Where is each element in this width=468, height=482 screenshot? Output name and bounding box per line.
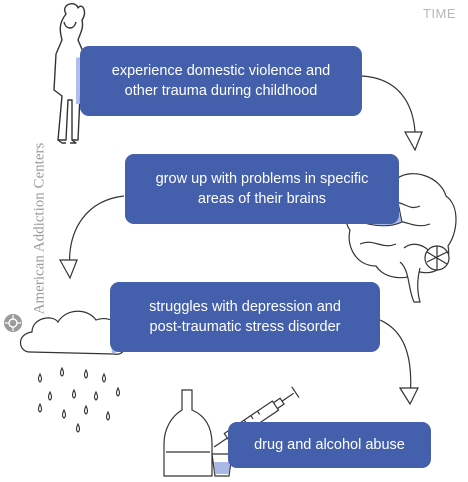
rain-drops bbox=[37, 366, 121, 433]
brand-logo-icon bbox=[4, 314, 22, 332]
brand-name: American Addiction Centers bbox=[31, 142, 48, 315]
child-figure-icon bbox=[53, 3, 87, 144]
step-3-label: struggles with depression and post-traum… bbox=[149, 299, 341, 335]
step-4-box: drug and alcohol abuse bbox=[228, 422, 431, 468]
time-label: TIME bbox=[422, 6, 456, 21]
step-3-box: struggles with depression and post-traum… bbox=[110, 282, 380, 352]
arrow-3 bbox=[379, 319, 419, 406]
step-1-box: experience domestic violence and other t… bbox=[80, 46, 362, 116]
step-1-label: experience domestic violence and other t… bbox=[111, 63, 331, 99]
step-4-label: drug and alcohol abuse bbox=[254, 437, 405, 453]
arrow-1 bbox=[361, 75, 423, 152]
step-2-label: grow up with problems in specific areas … bbox=[155, 171, 369, 207]
arrow-2 bbox=[58, 195, 125, 280]
step-2-box: grow up with problems in specific areas … bbox=[125, 154, 399, 224]
glass-highlight bbox=[214, 462, 230, 474]
